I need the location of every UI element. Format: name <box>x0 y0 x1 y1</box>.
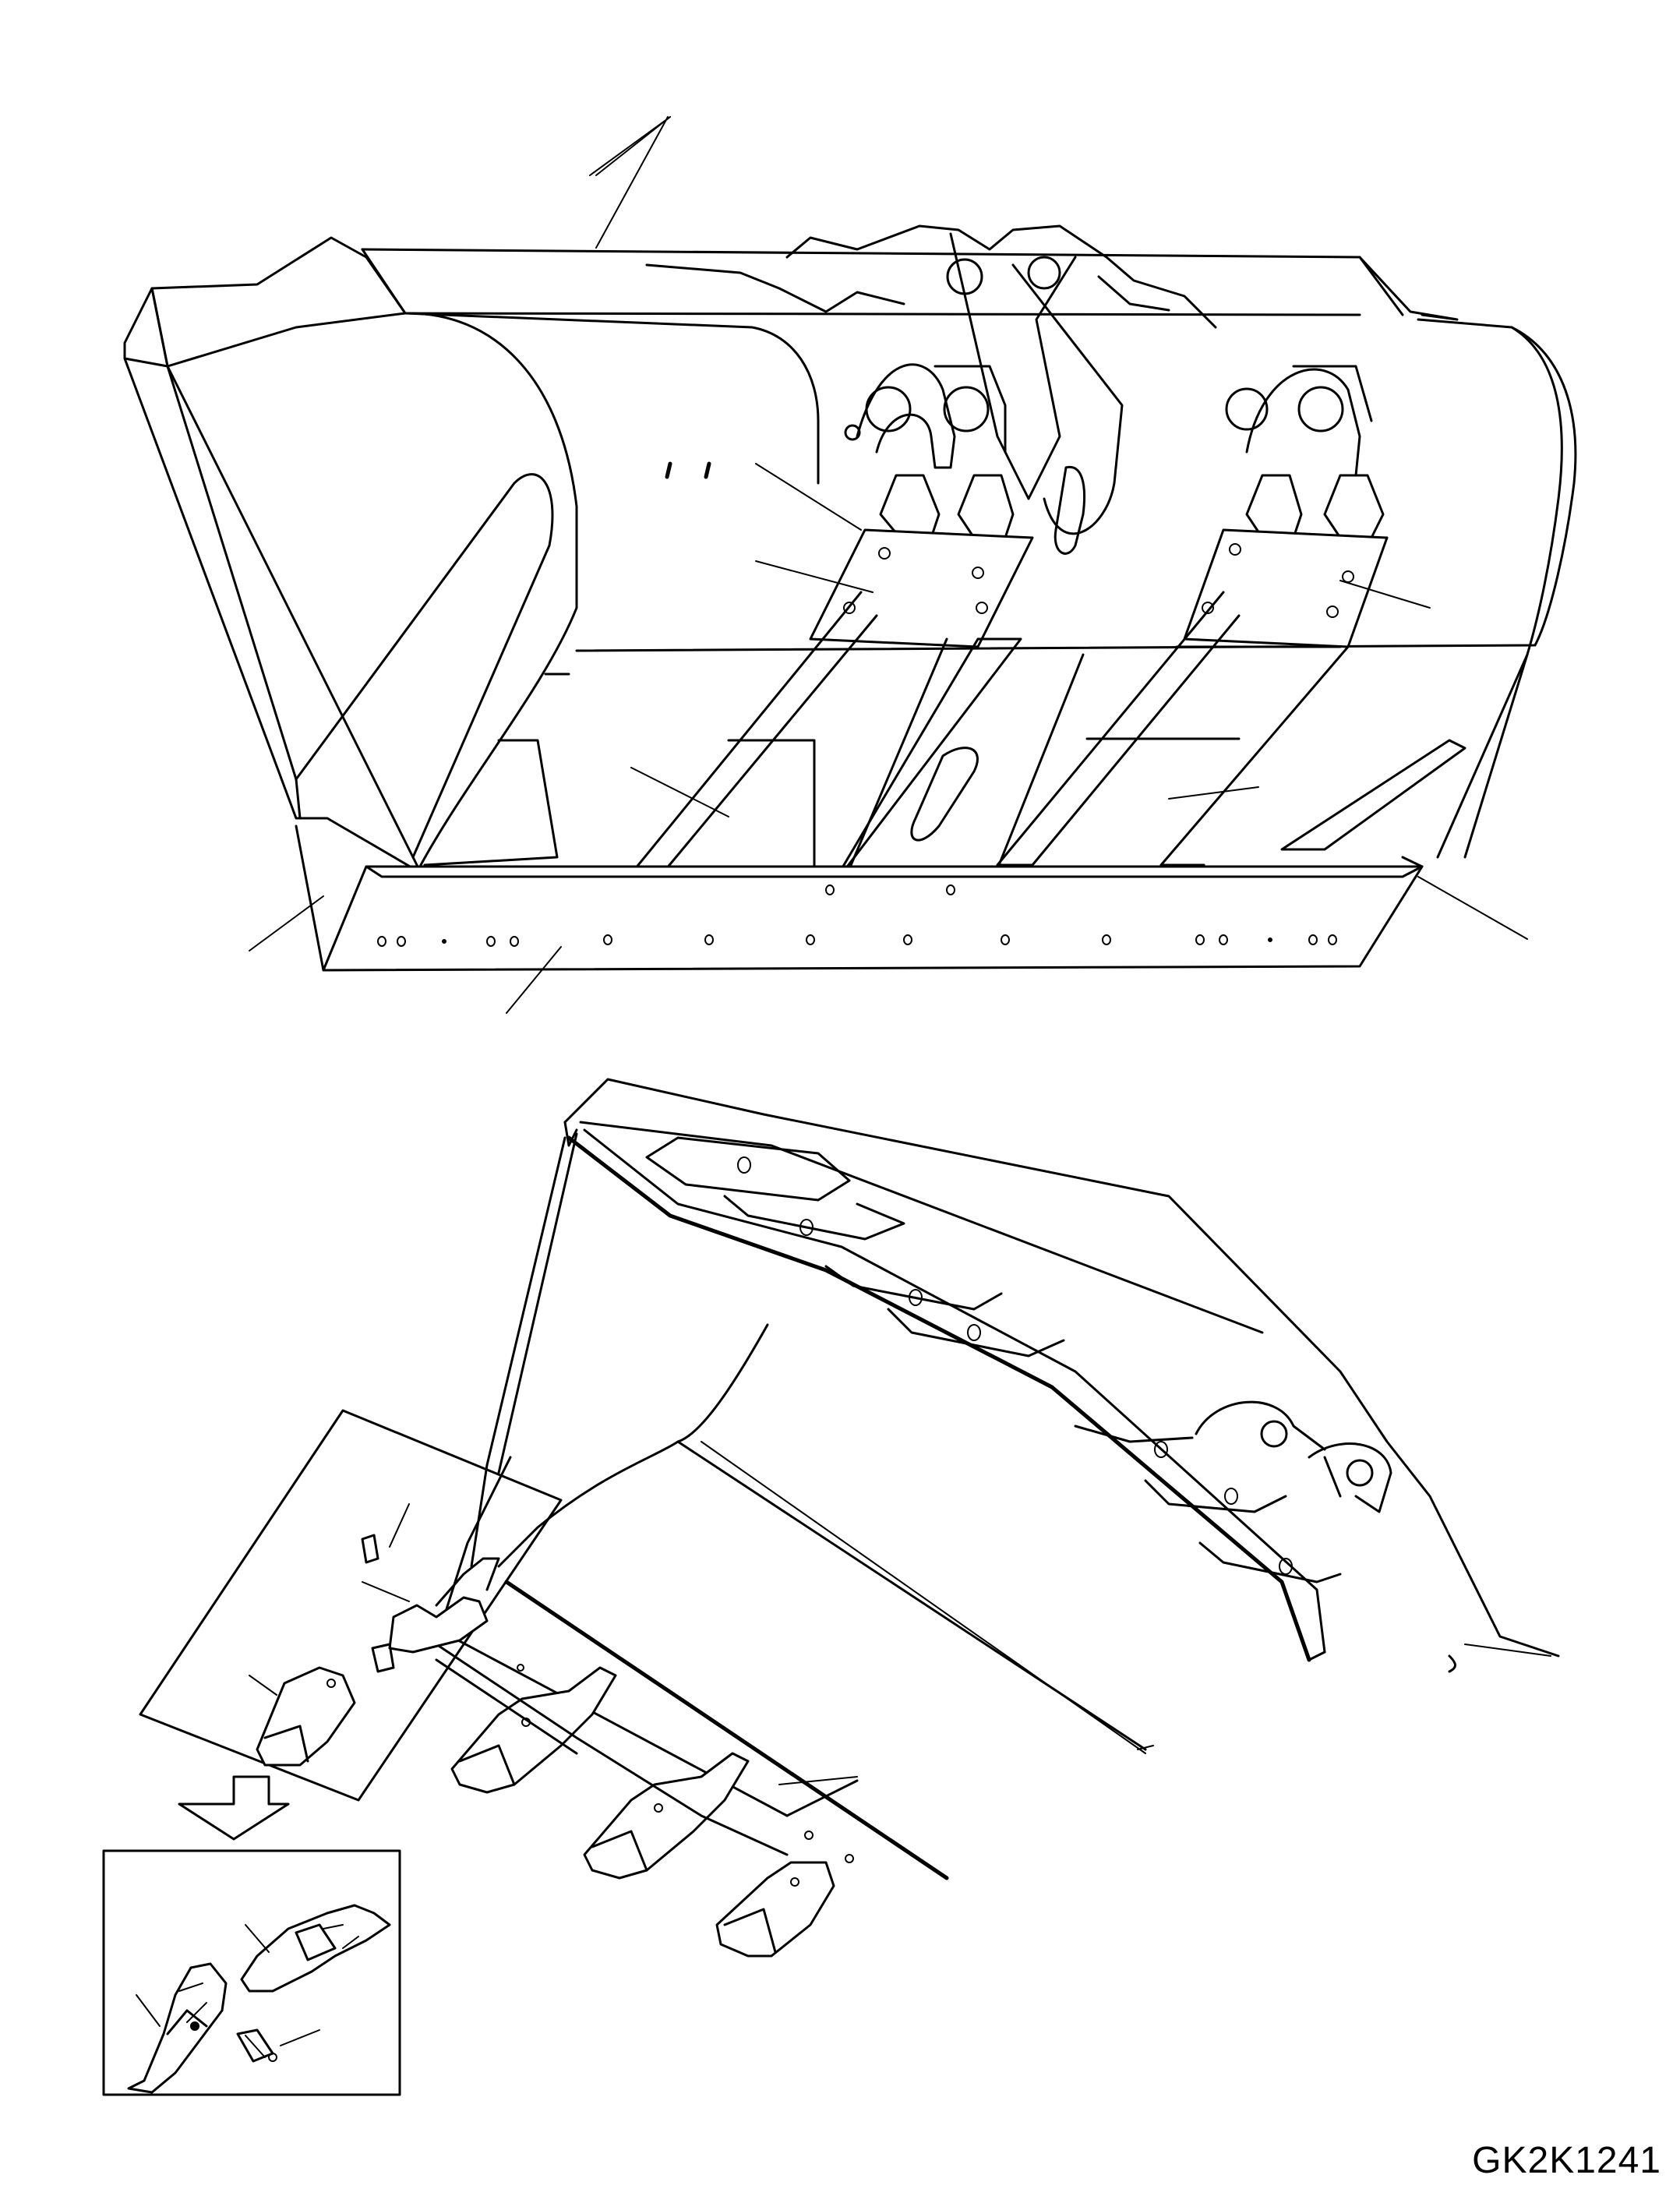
bucket-assembly-view <box>123 116 1577 1014</box>
lower-leader-lines <box>701 1441 1154 1785</box>
left-mount-plate <box>809 528 1034 648</box>
tooth-detail-box <box>139 1409 563 1802</box>
left-side-plate <box>150 236 407 368</box>
tooth-1 <box>450 1666 617 1794</box>
tooth-pin <box>361 1534 379 1564</box>
bucket-underside-view <box>139 1078 1560 1958</box>
inset-view <box>102 1849 401 2096</box>
tooth-adapter <box>388 1596 489 1654</box>
cutting-edge-bolt-holes <box>377 884 1337 947</box>
drawing-code: GK2K1241 <box>1472 2140 1661 2181</box>
inset-frame <box>102 1849 401 2096</box>
bucket-teeth <box>435 1643 859 1958</box>
right-mount-plate <box>1183 528 1389 648</box>
tooth-3 <box>715 1861 835 1958</box>
upper-leader-lines <box>249 116 1528 1014</box>
tooth-2 <box>583 1752 750 1880</box>
cutting-edge <box>322 865 1424 972</box>
tooth-tip <box>256 1666 356 1767</box>
detail-arrow <box>178 1775 290 1841</box>
